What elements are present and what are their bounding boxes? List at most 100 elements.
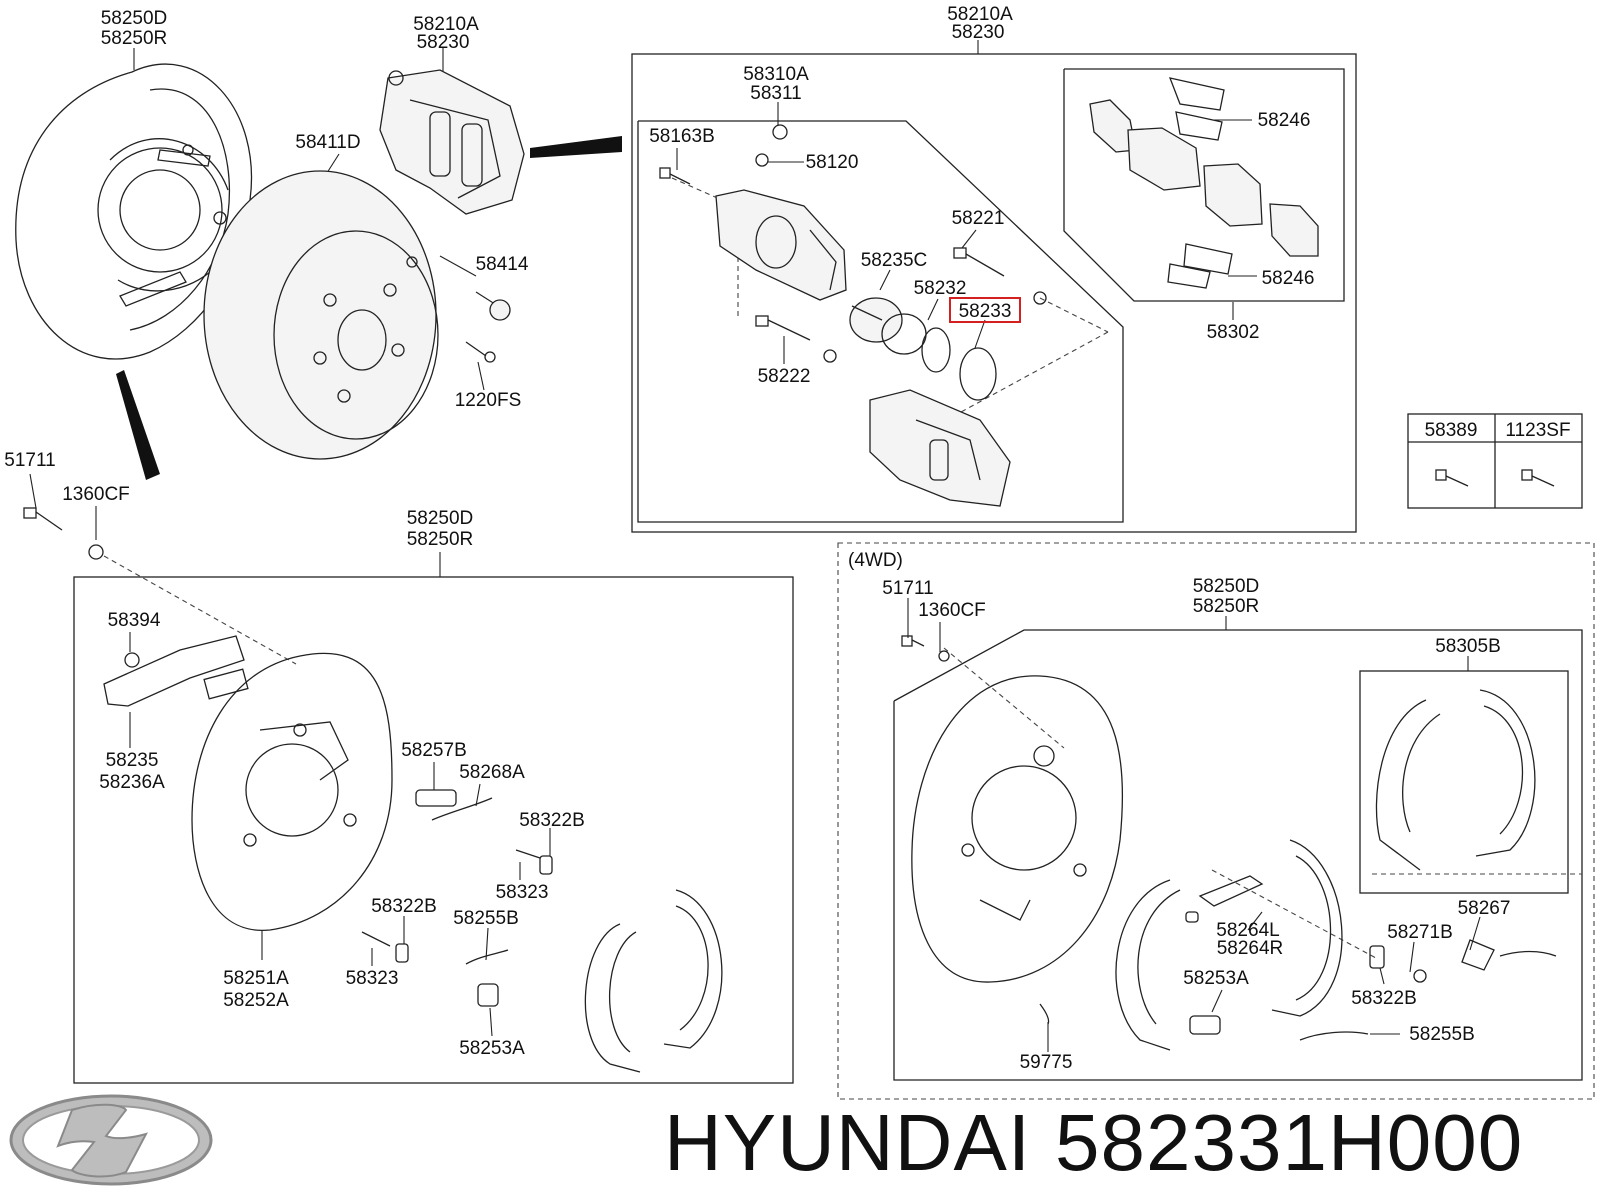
label-58253a-a: 58253A — [459, 1038, 525, 1059]
label-58414: 58414 — [476, 254, 529, 275]
label-58233: 58233 — [959, 301, 1012, 322]
label-58264r: 58264R — [1217, 938, 1284, 959]
label-1123sf: 1123SF — [1505, 420, 1570, 441]
label-58246-a: 58246 — [1258, 110, 1311, 131]
bolt-58394-drawing — [124, 652, 140, 668]
caliper-assembly-frame — [631, 53, 1357, 533]
label-58250r-c: 58250R — [1193, 596, 1260, 617]
label-58267: 58267 — [1458, 898, 1511, 919]
4wd-parking-shoes-drawing — [1115, 839, 1343, 1051]
label-58389: 58389 — [1425, 420, 1478, 441]
label-58210a-b: 58210A — [947, 4, 1013, 25]
label-58255b-b: 58255B — [1409, 1024, 1475, 1045]
left-backing-plate-frame — [73, 576, 794, 1084]
label-59775: 59775 — [1020, 1052, 1073, 1073]
caliper-body-drawing — [869, 389, 1011, 507]
label-58305b: 58305B — [1435, 636, 1501, 657]
label-58250d-c: 58250D — [1193, 576, 1260, 597]
4wd-nut-drawing — [938, 650, 950, 662]
4wd-shoes-kit-drawing — [1375, 689, 1536, 871]
label-58235c: 58235C — [861, 250, 928, 271]
label-58310a: 58310A — [743, 64, 809, 85]
label-58250r-b: 58250R — [407, 529, 474, 550]
caliper-inner-frame — [637, 120, 1124, 523]
label-58323-a: 58323 — [496, 882, 549, 903]
parking-lever-58235-drawing — [103, 635, 249, 707]
label-58246-b: 58246 — [1262, 268, 1315, 289]
piston-boot-58233-drawing — [959, 347, 997, 401]
label-1360cf-b: 1360CF — [918, 600, 986, 621]
piston-seal-58232-drawing — [921, 327, 951, 373]
4wd-backing-plate-frame — [893, 629, 1583, 1081]
label-58322b-c: 58322B — [1351, 988, 1417, 1009]
label-58255b-a: 58255B — [453, 908, 519, 929]
diagram-labels: 58250D 58250R 58210A 58230 58411D 58414 … — [4, 4, 1570, 1073]
slide-pin-58222-drawing — [755, 315, 811, 341]
bolt-51711-drawing — [23, 507, 63, 531]
leader-lines — [29, 40, 1481, 1052]
bolt-1123sf-drawing — [1521, 469, 1555, 487]
caliper-pointer-wedge — [530, 136, 622, 158]
label-58210a-a: 58210A — [413, 14, 479, 35]
left-backing-plate-drawing — [191, 652, 393, 931]
label-58230-a: 58230 — [417, 32, 470, 53]
label-58221: 58221 — [952, 208, 1005, 229]
parking-shoes-left-drawing — [584, 889, 723, 1073]
pad-set-drawing — [1089, 77, 1319, 289]
label-58302: 58302 — [1207, 322, 1260, 343]
adjuster-58257b-drawing — [415, 789, 493, 821]
label-1220fs: 1220FS — [455, 390, 522, 411]
label-58323-b: 58323 — [346, 968, 399, 989]
4wd-section-frame — [837, 542, 1595, 1100]
highlight-box — [949, 297, 1021, 323]
label-58394: 58394 — [108, 610, 161, 631]
hyundai-logo — [9, 1094, 213, 1186]
nut-1360cf-drawing — [88, 544, 104, 560]
label-58235: 58235 — [106, 750, 159, 771]
assembly-lines — [103, 177, 1377, 959]
bolt-58389-drawing — [1435, 469, 1469, 487]
caliper-housing-drawing — [379, 69, 525, 215]
label-58264l: 58264L — [1216, 920, 1279, 941]
4wd-adjuster-drawing — [1039, 875, 1557, 1041]
label-58250r-a: 58250R — [101, 28, 168, 49]
label-58268a: 58268A — [459, 762, 525, 783]
shoe-kit-frame — [1359, 670, 1569, 894]
label-58322b-b: 58322B — [371, 896, 437, 917]
label-58163b: 58163B — [649, 126, 715, 147]
label-58230-b: 58230 — [952, 22, 1005, 43]
label-58250d-b: 58250D — [407, 508, 474, 529]
caliper-bracket-drawing — [715, 189, 847, 301]
slide-pin-58221-drawing — [953, 247, 1005, 277]
label-58120: 58120 — [806, 152, 859, 173]
brand-name: HYUNDAI — [664, 1098, 1032, 1187]
bleeder-screw-58120-drawing — [755, 153, 769, 167]
backing-plate-drawing — [15, 63, 253, 360]
label-58222: 58222 — [758, 366, 811, 387]
label-58311: 58311 — [750, 83, 801, 104]
backing-plate-pointer-wedge — [116, 370, 160, 480]
label-58411d: 58411D — [295, 132, 360, 153]
pad-kit-frame — [1063, 68, 1345, 302]
spring-hardware-left-drawing — [361, 849, 553, 1007]
bolt-58163b-drawing — [659, 167, 691, 185]
label-51711-b: 51711 — [882, 578, 933, 599]
label-1360cf-a: 1360CF — [62, 484, 130, 505]
label-58257b: 58257B — [401, 740, 467, 761]
label-58250d-a: 58250D — [101, 8, 168, 29]
4wd-backing-plate-drawing — [911, 675, 1124, 983]
label-58232: 58232 — [914, 278, 967, 299]
label-58251a: 58251A — [223, 968, 289, 989]
brake-disc-drawing — [203, 170, 439, 460]
label-4wd: (4WD) — [848, 550, 903, 571]
label-58253a-b: 58253A — [1183, 968, 1249, 989]
bleeder-cap-drawing — [1033, 291, 1047, 305]
label-58271b: 58271B — [1387, 922, 1453, 943]
4wd-bolt-drawing — [901, 635, 925, 647]
label-58252a: 58252A — [223, 990, 289, 1011]
label-58236a: 58236A — [99, 772, 165, 793]
screw-1220fs-drawing — [465, 341, 496, 363]
